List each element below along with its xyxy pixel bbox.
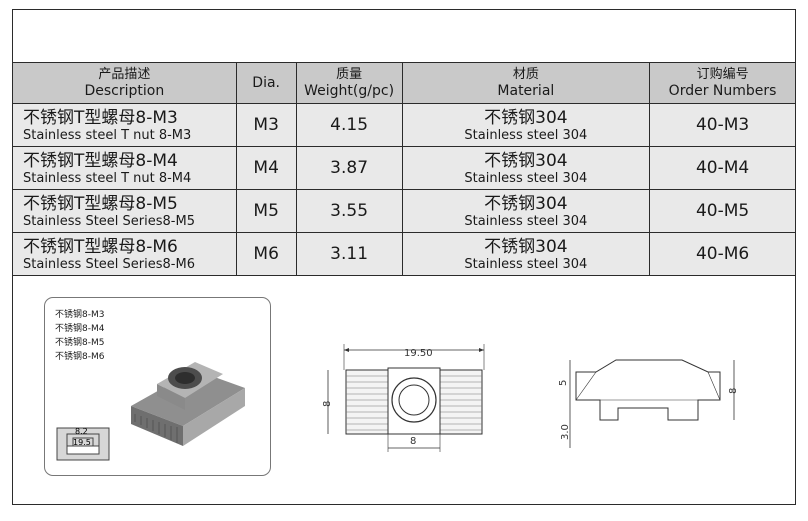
top-view-drawing: 19.50 8 8: [322, 344, 485, 452]
header-row: 产品描述 Description Dia. 质量 Weight(g/pc) 材质…: [12, 62, 796, 104]
weight-cell: 3.87: [295, 146, 403, 190]
material-zh: 不锈钢304: [484, 193, 568, 214]
header-weight-zh: 质量: [336, 67, 363, 82]
table-row: 不锈钢T型螺母8-M5 Stainless Steel Series8-M5 M…: [12, 189, 796, 233]
header-weight: 质量 Weight(g/pc): [295, 62, 403, 104]
weight-cell: 3.55: [295, 189, 403, 233]
header-description: 产品描述 Description: [12, 62, 237, 104]
order-cell: 40-M3: [649, 103, 796, 147]
dia-cell: M5: [235, 189, 297, 233]
header-description-en: Description: [84, 83, 165, 99]
desc-zh: 不锈钢T型螺母8-M4: [23, 150, 178, 171]
material-cell: 不锈钢304 Stainless steel 304: [401, 189, 651, 233]
material-zh: 不锈钢304: [484, 236, 568, 257]
dia-cell: M3: [235, 103, 297, 147]
desc-en: Stainless Steel Series8-M5: [23, 213, 195, 229]
desc-cell: 不锈钢T型螺母8-M3 Stainless steel T nut 8-M3: [12, 103, 237, 147]
material-en: Stainless steel 304: [464, 127, 588, 143]
header-material-zh: 材质: [512, 67, 539, 82]
dim-upper: 5: [558, 380, 569, 386]
table-row: 不锈钢T型螺母8-M3 Stainless steel T nut 8-M3 M…: [12, 103, 796, 147]
desc-cell: 不锈钢T型螺母8-M5 Stainless Steel Series8-M5: [12, 189, 237, 233]
header-description-zh: 产品描述: [98, 67, 151, 82]
desc-zh: 不锈钢T型螺母8-M3: [23, 107, 178, 128]
desc-cell: 不锈钢T型螺母8-M4 Stainless steel T nut 8-M4: [12, 146, 237, 190]
profile-dim-bottom: 19.5: [73, 438, 91, 447]
order-cell: 40-M4: [649, 146, 796, 190]
material-cell: 不锈钢304 Stainless steel 304: [401, 146, 651, 190]
profile-dim-top: 8.2: [75, 427, 88, 436]
desc-zh: 不锈钢T型螺母8-M5: [23, 193, 178, 214]
material-cell: 不锈钢304 Stainless steel 304: [401, 232, 651, 276]
table-row: 不锈钢T型螺母8-M4 Stainless steel T nut 8-M4 M…: [12, 146, 796, 190]
order-cell: 40-M5: [649, 189, 796, 233]
order-cell: 40-M6: [649, 232, 796, 276]
header-material: 材质 Material: [401, 62, 651, 104]
dia-cell: M6: [235, 232, 297, 276]
dim-height: 8: [322, 401, 333, 407]
material-zh: 不锈钢304: [484, 150, 568, 171]
header-dia: Dia.: [235, 62, 297, 104]
material-cell: 不锈钢304 Stainless steel 304: [401, 103, 651, 147]
desc-en: Stainless steel T nut 8-M3: [23, 127, 192, 143]
material-en: Stainless steel 304: [464, 256, 588, 272]
desc-en: Stainless steel T nut 8-M4: [23, 170, 192, 186]
product-inset: 不锈钢8-M3 不锈钢8-M4 不锈钢8-M5 不锈钢8-M6 8.2 19.5: [44, 297, 271, 476]
dim-width: 19.50: [404, 348, 433, 359]
header-dia-label: Dia.: [252, 75, 280, 91]
desc-en: Stainless Steel Series8-M6: [23, 256, 195, 272]
weight-cell: 3.11: [295, 232, 403, 276]
desc-cell: 不锈钢T型螺母8-M6 Stainless Steel Series8-M6: [12, 232, 237, 276]
inset-item: 不锈钢8-M6: [55, 352, 105, 362]
dim-lower: 3.0: [560, 424, 571, 440]
profile-section-icon: [56, 427, 110, 461]
dim-right: 8: [728, 388, 739, 394]
header-weight-en: Weight(g/pc): [304, 83, 395, 99]
header-order-zh: 订购编号: [696, 67, 749, 82]
side-view-drawing: 5 3.0 8: [558, 359, 739, 448]
material-en: Stainless steel 304: [464, 170, 588, 186]
inset-item: 不锈钢8-M5: [55, 338, 105, 348]
spec-table: 产品描述 Description Dia. 质量 Weight(g/pc) 材质…: [12, 62, 796, 276]
inset-item: 不锈钢8-M3: [55, 310, 105, 320]
t-nut-illustration: 8.2 19.5: [56, 362, 245, 461]
header-material-en: Material: [497, 83, 555, 99]
dim-bottom: 8: [410, 436, 416, 447]
dia-cell: M4: [235, 146, 297, 190]
material-en: Stainless steel 304: [464, 213, 588, 229]
desc-zh: 不锈钢T型螺母8-M6: [23, 236, 178, 257]
table-row: 不锈钢T型螺母8-M6 Stainless Steel Series8-M6 M…: [12, 232, 796, 276]
header-order: 订购编号 Order Numbers: [649, 62, 796, 104]
inset-item: 不锈钢8-M4: [55, 324, 105, 334]
weight-cell: 4.15: [295, 103, 403, 147]
material-zh: 不锈钢304: [484, 107, 568, 128]
inset-item-list: 不锈钢8-M3 不锈钢8-M4 不锈钢8-M5 不锈钢8-M6: [55, 308, 104, 364]
header-order-en: Order Numbers: [668, 83, 777, 99]
